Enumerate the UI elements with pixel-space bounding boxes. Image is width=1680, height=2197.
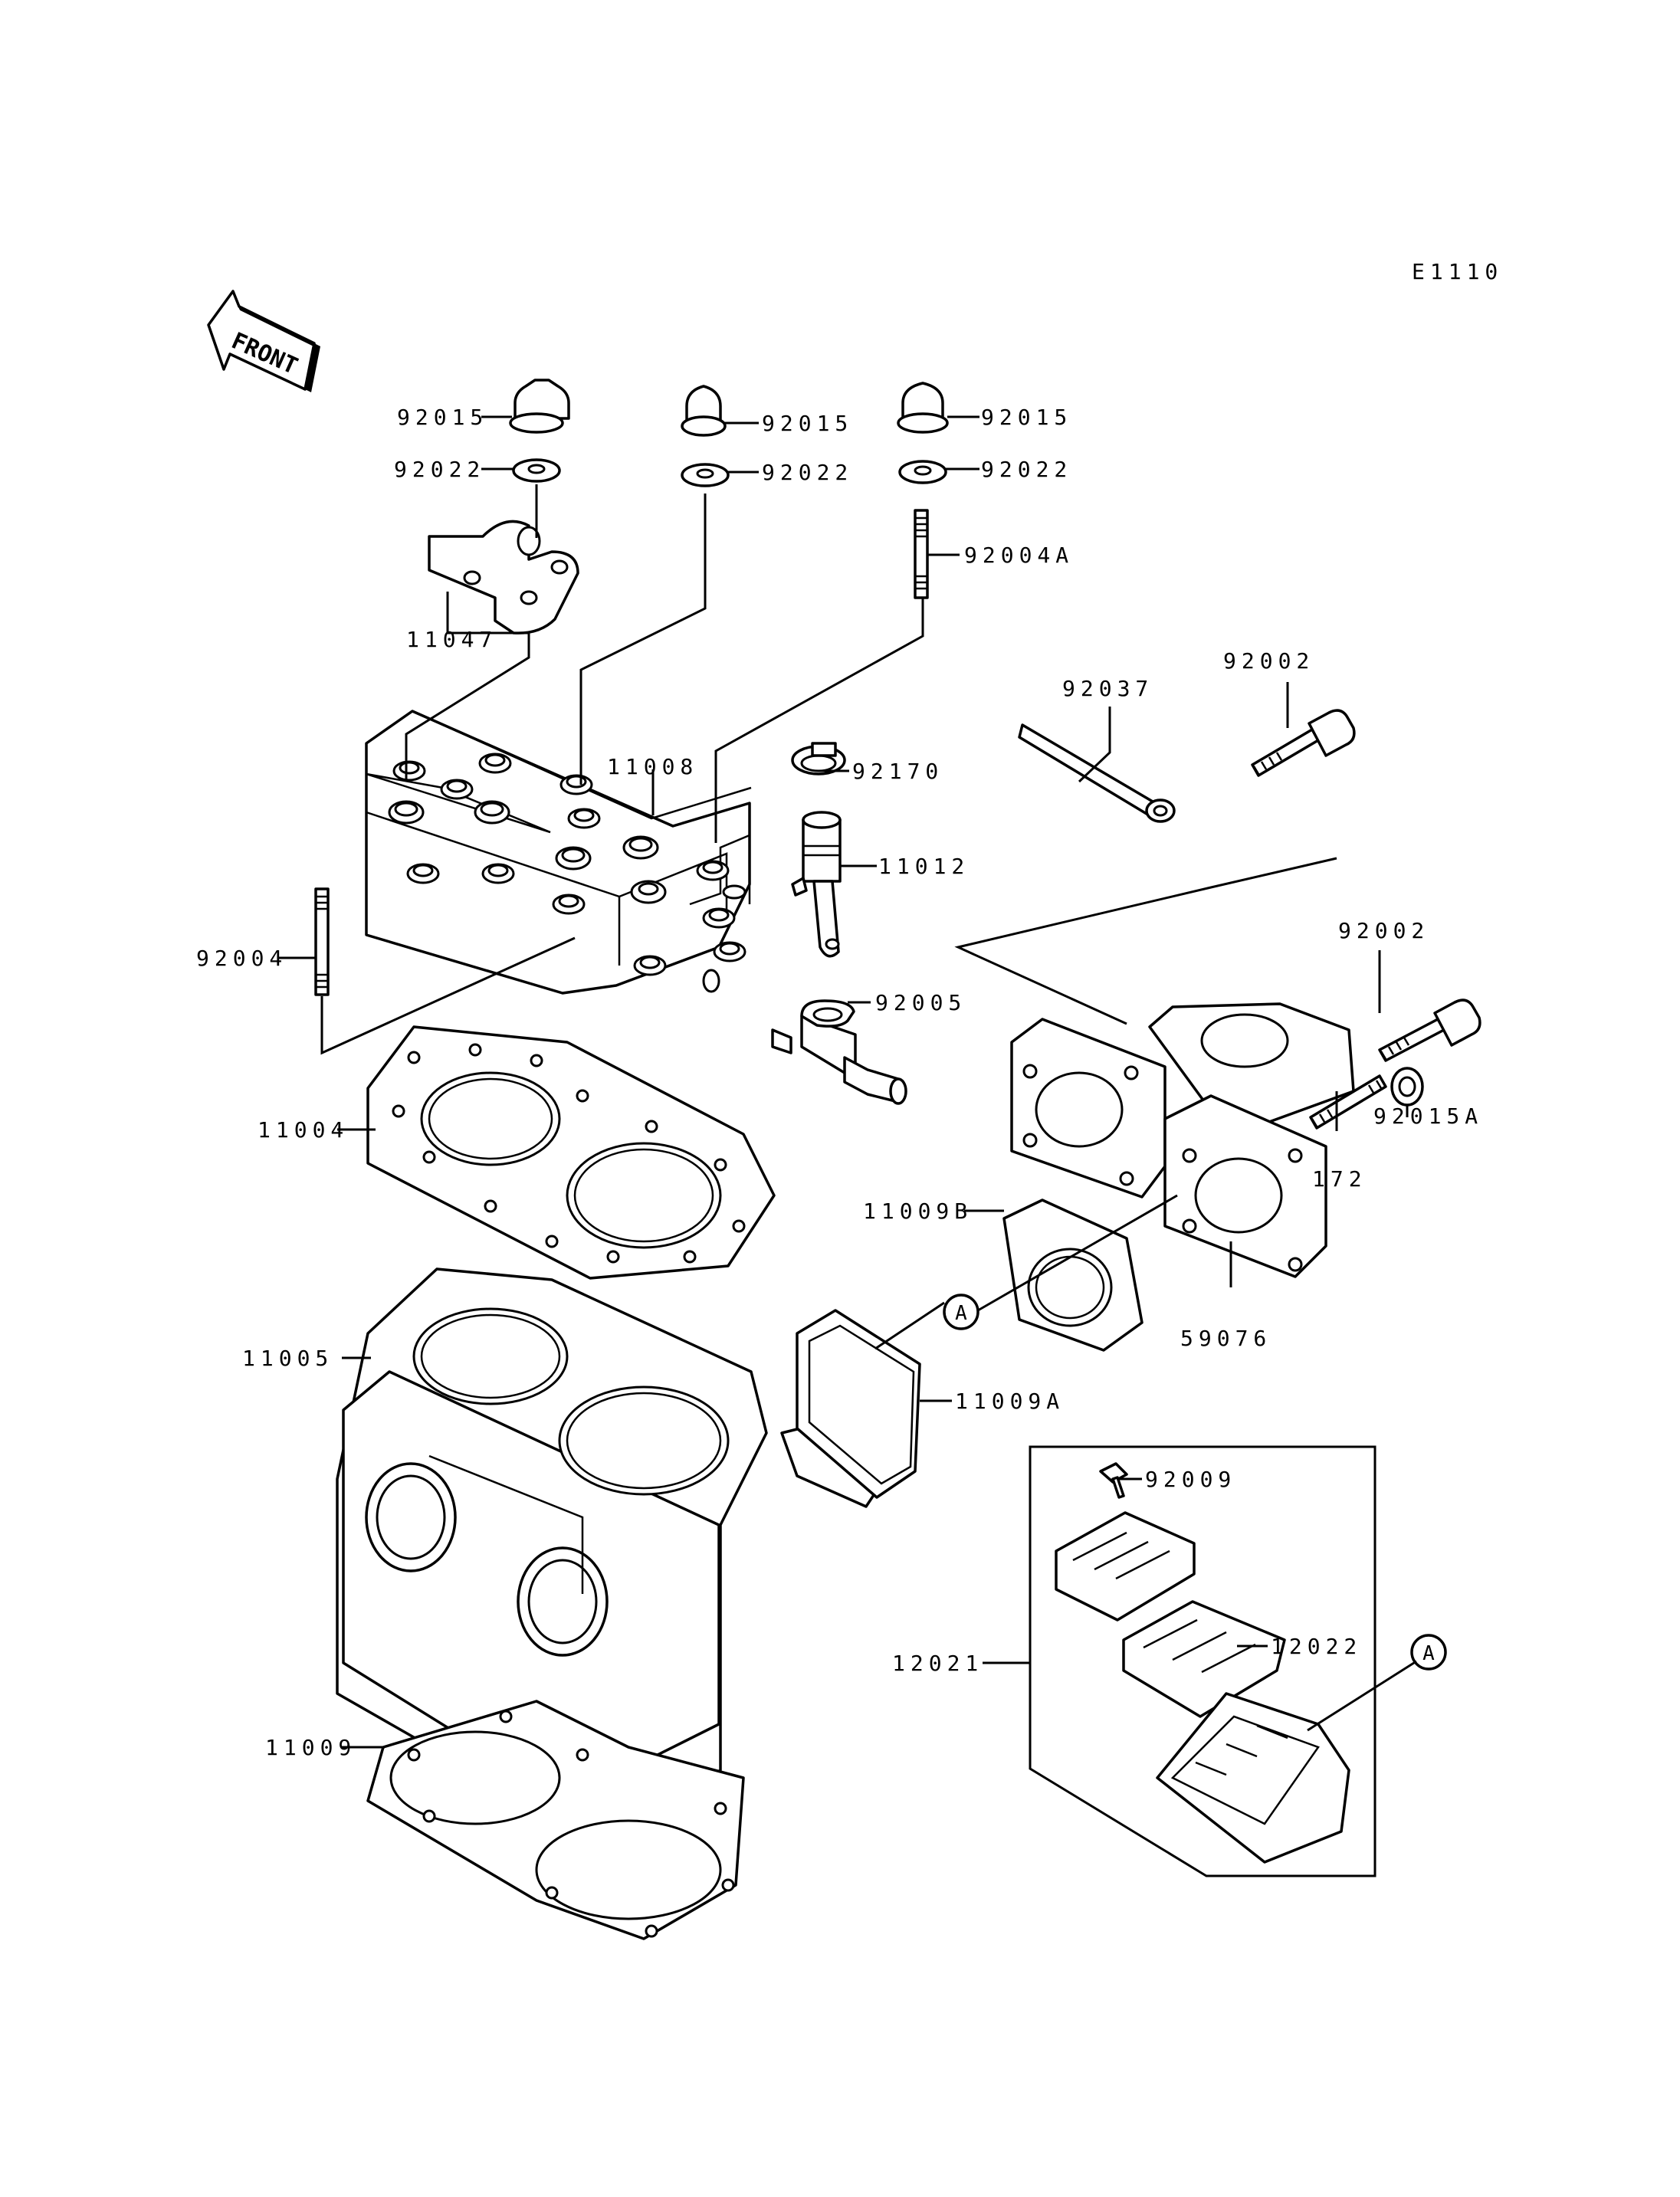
front-arrow-icon: FRONT <box>207 290 320 392</box>
label-bracket: 11047 <box>406 627 497 652</box>
label-thermostat: 11012 <box>878 854 970 879</box>
label-cap-nut-left: 92015 <box>397 405 488 430</box>
label-washer-right: 92022 <box>981 457 1072 482</box>
leader-lines <box>277 415 1417 1749</box>
label-cylinder: 11005 <box>242 1346 333 1371</box>
cylinder-head <box>365 710 752 995</box>
bolt-mid <box>1378 998 1481 1062</box>
label-screw: 92009 <box>1145 1467 1236 1492</box>
label-cap-nut-right: 92015 <box>981 405 1072 430</box>
part-labels: 92015 92022 11047 92015 92022 92015 9202… <box>196 405 1483 1760</box>
label-stud-top: 92004A <box>964 543 1074 568</box>
cap-nut-left <box>509 379 570 434</box>
bolt-top <box>1251 709 1356 777</box>
intake-manifold <box>1010 1002 1355 1278</box>
gasket-a <box>796 1309 921 1499</box>
label-reed-valve-assy: 12021 <box>892 1651 983 1676</box>
callout-a-left: A <box>943 1294 979 1330</box>
label-stud-intake: 172 <box>1312 1166 1367 1192</box>
callout-a-right-label: A <box>1422 1642 1435 1665</box>
cap-nut-right <box>897 382 949 434</box>
reed-valve-assembly <box>1029 1445 1376 1877</box>
gasket-b <box>1002 1199 1144 1352</box>
screw <box>1099 1462 1128 1499</box>
label-fitting: 92005 <box>875 990 966 1015</box>
base-gasket <box>366 1700 745 1940</box>
label-washer-mid: 92022 <box>762 460 853 485</box>
head-stud <box>314 887 330 996</box>
cap-nut-mid <box>681 385 727 437</box>
diagram-code: E1110 <box>1412 259 1503 284</box>
nut-intake <box>1390 1067 1424 1107</box>
clamp <box>791 742 846 776</box>
retainer-strap <box>1018 723 1176 823</box>
label-head-stud: 92004 <box>196 946 287 971</box>
label-clamp: 92170 <box>852 759 943 784</box>
label-bolt-top: 92002 <box>1223 648 1314 674</box>
callout-a-right: A <box>1410 1634 1447 1671</box>
label-bolt-mid: 92002 <box>1338 918 1429 943</box>
label-gasket-b: 11009B <box>863 1199 973 1224</box>
label-intake-manifold: 59076 <box>1180 1326 1271 1351</box>
head-gasket <box>366 1025 776 1280</box>
callout-a-left-label: A <box>955 1302 967 1325</box>
label-cap-nut-mid: 92015 <box>762 411 853 436</box>
label-cylinder-head: 11008 <box>607 754 698 779</box>
fitting <box>771 999 907 1105</box>
label-washer-left: 92022 <box>394 457 485 482</box>
stud-top <box>914 509 929 599</box>
label-reed-stopper: 12022 <box>1271 1634 1362 1659</box>
bracket <box>428 520 579 635</box>
label-nut-intake: 92015A <box>1373 1103 1483 1129</box>
label-head-gasket: 11004 <box>258 1117 349 1143</box>
thermostat <box>791 811 842 958</box>
stud-intake <box>1309 1074 1387 1130</box>
label-retainer-strap: 92037 <box>1062 676 1153 701</box>
label-gasket-a: 11009A <box>955 1389 1065 1414</box>
label-base-gasket: 11009 <box>265 1735 356 1760</box>
cylinder-block <box>336 1267 883 1818</box>
